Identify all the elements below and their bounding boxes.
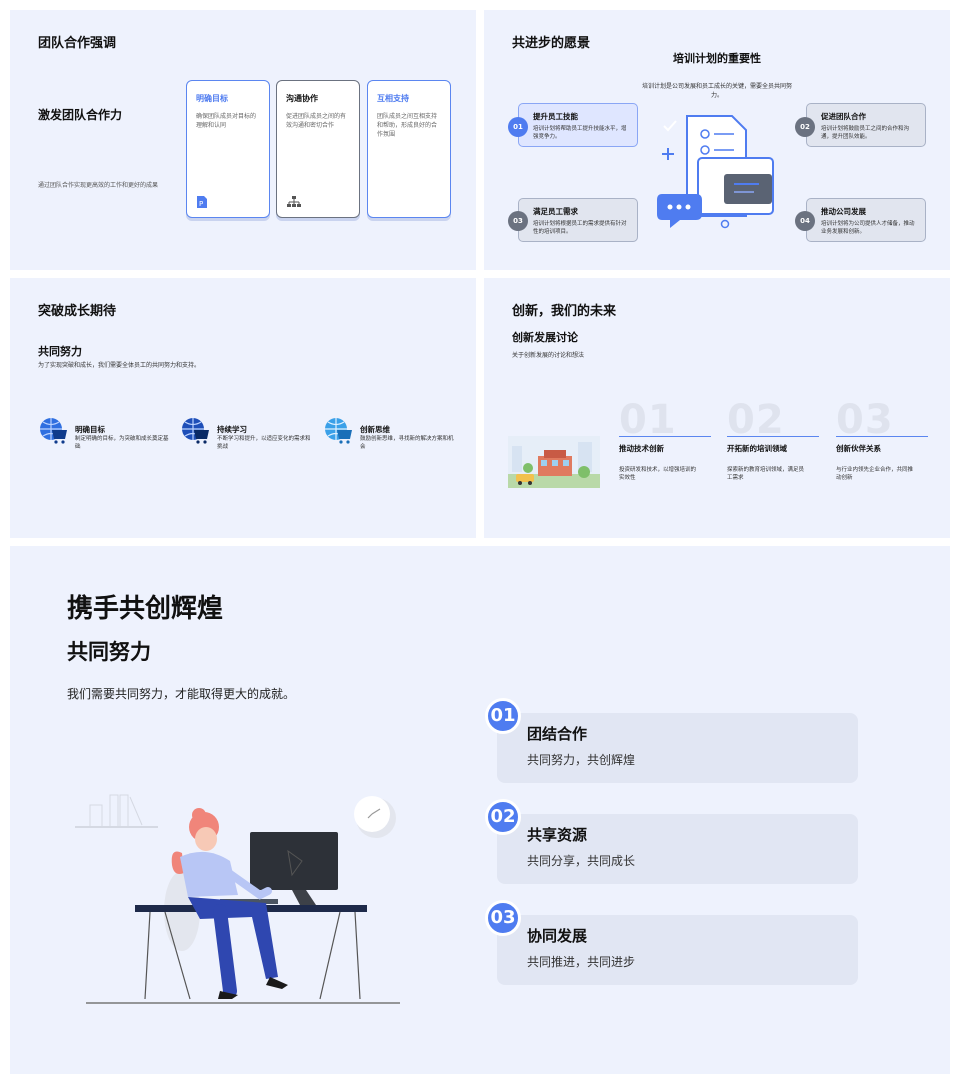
slide-subtitle: 共同努力 [38,345,82,358]
item-title: 满足员工需求 [533,207,578,216]
item-title: 团结合作 [527,725,588,743]
slide-intro: 培训计划是公司发展和员工成长的关键，需要全员共同努力。 [641,83,792,99]
feature-desc: 制定明确的目标，为突破和成长奠定基础 [75,436,169,450]
feature-desc: 鼓励创新思维，寻找新的解决方案和机会 [360,436,454,450]
card-desc: 确保团队成员对目标的理解和认同 [196,113,257,129]
slide-subtitle: 创新发展讨论 [512,331,578,344]
slide-subtitle: 共同努力 [67,640,151,664]
item-cooperate: 协同发展 共同推进，共同进步 [497,915,858,985]
slide-title: 创新，我们的未来 [512,304,617,319]
slide-teamwork: 团队合作强调 激发团队合作力 通过团队合作实现更高效的工作和更好的成果 明确目标… [10,10,476,270]
slide-subtitle: 激发团队合作力 [38,108,123,122]
item-teamwork: 促进团队合作 培训计划将鼓励员工之间的合作和沟通，提升团队效能。 [806,103,926,147]
card-support: 互相支持 团队成员之间互相支持和帮助，形成良好的合作氛围 [367,80,451,218]
column-title: 开拓新的培训领域 [727,444,787,453]
item-development: 推动公司发展 培训计划将为公司提供人才储备，推动业务发展和创新。 [806,198,926,242]
item-desc: 共同分享，共同成长 [527,854,636,868]
item-desc: 共同努力，共创辉煌 [527,753,636,767]
column-number: 01 [619,397,677,443]
column-divider [836,436,928,437]
feature-goal: 明确目标 制定明确的目标，为突破和成长奠定基础 [38,416,169,450]
globe-cart-icon [182,418,209,444]
slide-innovation: 创新，我们的未来 创新发展讨论 关于创新发展的讨论和想法 01 推动技术创新 投… [484,278,950,538]
column-training: 02 开拓新的培训领域 探索新的教育培训领域，满足员工需求 [727,400,819,482]
item-number: 01 [485,698,521,734]
slide-title: 团队合作强调 [38,36,117,51]
document-icon: P [197,196,207,208]
slide-growth: 突破成长期待 共同努力 为了实现突破和成长，我们需要全体员工的共同努力和支持。 … [10,278,476,538]
column-desc: 探索新的教育培训领域，满足员工需求 [727,467,805,481]
item-number: 03 [485,900,521,936]
feature-desc: 不断学习和提升，以适应变化的需求和挑战 [217,436,311,450]
document-chat-illustration [657,115,774,229]
item-desc: 培训计划将鼓励员工之间的合作和沟通，提升团队效能。 [821,126,910,140]
item-title: 提升员工技能 [533,112,578,121]
card-desc: 团队成员之间互相支持和帮助，形成良好的合作氛围 [377,113,438,138]
column-number: 03 [836,397,894,443]
item-number: 01 [508,117,528,137]
slide-desc: 为了实现突破和成长，我们需要全体员工的共同努力和支持。 [38,362,201,369]
item-number: 03 [508,211,528,231]
item-title: 协同发展 [527,927,588,945]
woman-at-computer-illustration [75,794,400,1004]
item-desc: 培训计划将帮助员工提升技能水平，增强竞争力。 [533,126,627,140]
column-partnership: 03 创新伙伴关系 与行业内领先企业合作，共同推动创新 [836,400,928,482]
slide-desc: 关于创新发展的讨论和想法 [512,352,585,359]
school-building-image [508,436,600,488]
item-desc: 培训计划将为公司提供人才储备，推动业务发展和创新。 [821,221,915,235]
item-number: 04 [795,211,815,231]
item-number: 02 [795,117,815,137]
column-desc: 投资研发和技术，以增强培训的实效性 [619,467,697,481]
feature-title: 明确目标 [75,425,105,434]
feature-learning: 持续学习 不断学习和提升，以适应变化的需求和挑战 [180,416,311,450]
column-divider [727,436,819,437]
item-title: 共享资源 [527,826,588,844]
card-title: 明确目标 [196,94,228,103]
globe-cart-icon [325,418,352,444]
item-desc: 培训计划将根据员工的需求提供有针对性的培训项目。 [533,221,627,235]
svg-text:P: P [199,200,203,208]
card-communication: 沟通协作 促进团队成员之间的有效沟通和密切合作 [276,80,360,218]
item-needs: 满足员工需求 培训计划将根据员工的需求提供有针对性的培训项目。 [518,198,638,242]
globe-cart-icon [40,418,67,444]
slide-vision: 共进步的愿景 培训计划的重要性 培训计划是公司发展和员工成长的关键，需要全员共同… [484,10,950,270]
feature-innovation: 创新思维 鼓励创新思维，寻找新的解决方案和机会 [323,416,454,450]
item-unity: 团结合作 共同努力，共创辉煌 [497,713,858,783]
card-title: 互相支持 [377,94,409,103]
column-divider [619,436,711,437]
column-title: 创新伙伴关系 [836,444,881,453]
column-title: 推动技术创新 [619,444,664,453]
slide-desc: 通过团队合作实现更高效的工作和更好的成果 [38,182,159,189]
org-chart-icon [287,196,301,207]
column-number: 02 [727,397,785,443]
slide-desc: 我们需要共同努力，才能取得更大的成就。 [67,687,296,701]
item-title: 促进团队合作 [821,112,866,121]
item-title: 推动公司发展 [821,207,866,216]
feature-title: 持续学习 [217,425,247,434]
card-desc: 促进团队成员之间的有效沟通和密切合作 [286,113,347,129]
item-skills: 提升员工技能 培训计划将帮助员工提升技能水平，增强竞争力。 [518,103,638,147]
slide-title: 携手共创辉煌 [67,594,224,624]
item-desc: 共同推进，共同进步 [527,955,636,969]
slide-together: 携手共创辉煌 共同努力 我们需要共同努力，才能取得更大的成就。 团结合作 共同努… [10,546,950,1074]
slide-title: 共进步的愿景 [512,36,591,51]
slide-heading: 培训计划的重要性 [673,52,761,65]
card-title: 沟通协作 [286,94,318,103]
card-goal: 明确目标 确保团队成员对目标的理解和认同 P [186,80,270,218]
slide-title: 突破成长期待 [38,304,117,319]
column-desc: 与行业内领先企业合作，共同推动创新 [836,467,914,481]
item-share: 共享资源 共同分享，共同成长 [497,814,858,884]
column-tech: 01 推动技术创新 投资研发和技术，以增强培训的实效性 [619,400,711,482]
item-number: 02 [485,799,521,835]
feature-title: 创新思维 [360,425,390,434]
